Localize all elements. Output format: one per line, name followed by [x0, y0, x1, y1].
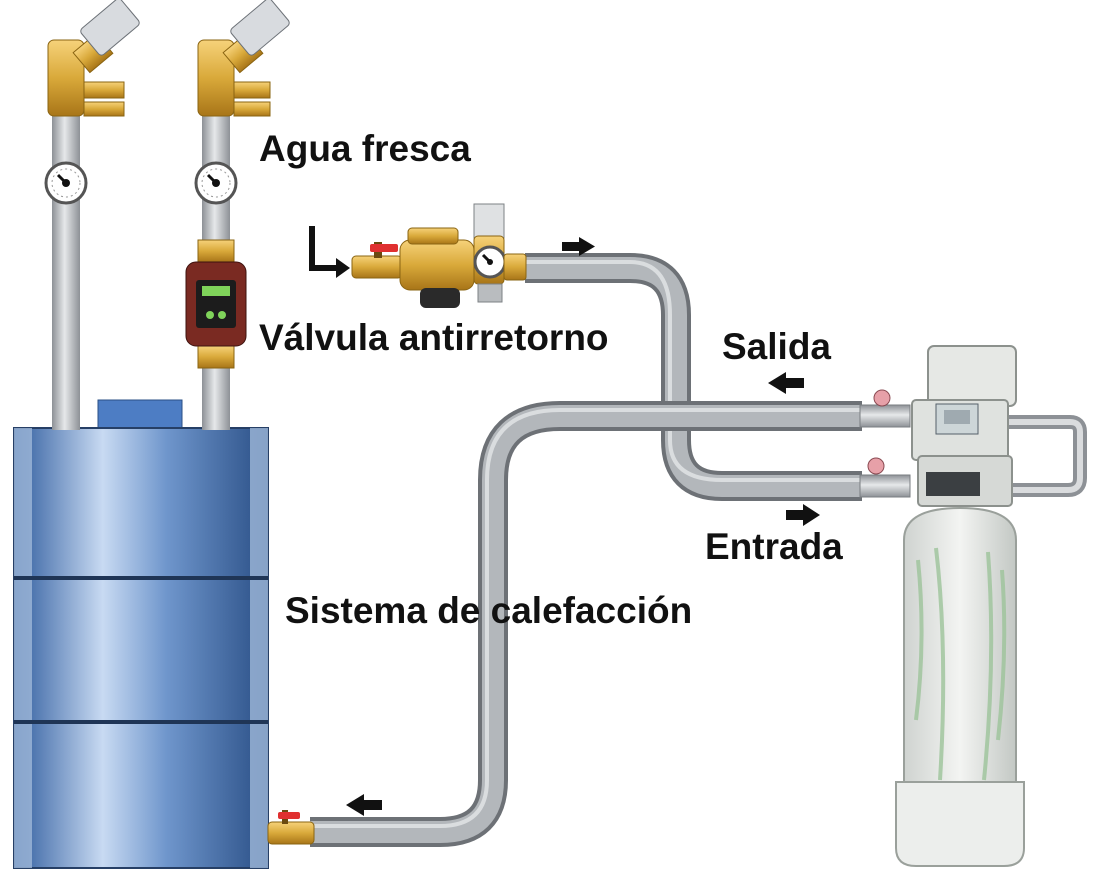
inlet-hose [525, 253, 862, 501]
check-valve-label: Válvula antirretorno [259, 317, 609, 358]
arrow-icon [562, 237, 595, 256]
arrow-icon [346, 794, 382, 816]
inlet-label: Entrada [705, 526, 843, 567]
arrow-icon [786, 504, 820, 526]
fresh-water-label: Agua fresca [259, 128, 471, 169]
arrow-icon [768, 372, 804, 394]
outlet-label: Salida [722, 326, 831, 367]
heating-system-label: Sistema de calefacción [285, 590, 693, 631]
valve-icon [267, 810, 315, 845]
outlet-hose [310, 401, 862, 847]
water-softener [859, 345, 1087, 867]
gauge-icon [194, 161, 238, 205]
check-valve-assembly [309, 203, 527, 308]
left-angle-valve [47, 0, 140, 117]
right-angle-valve [197, 0, 290, 117]
gauge-icon [44, 161, 88, 205]
pump-icon [185, 239, 247, 369]
boiler-tank [13, 399, 269, 869]
